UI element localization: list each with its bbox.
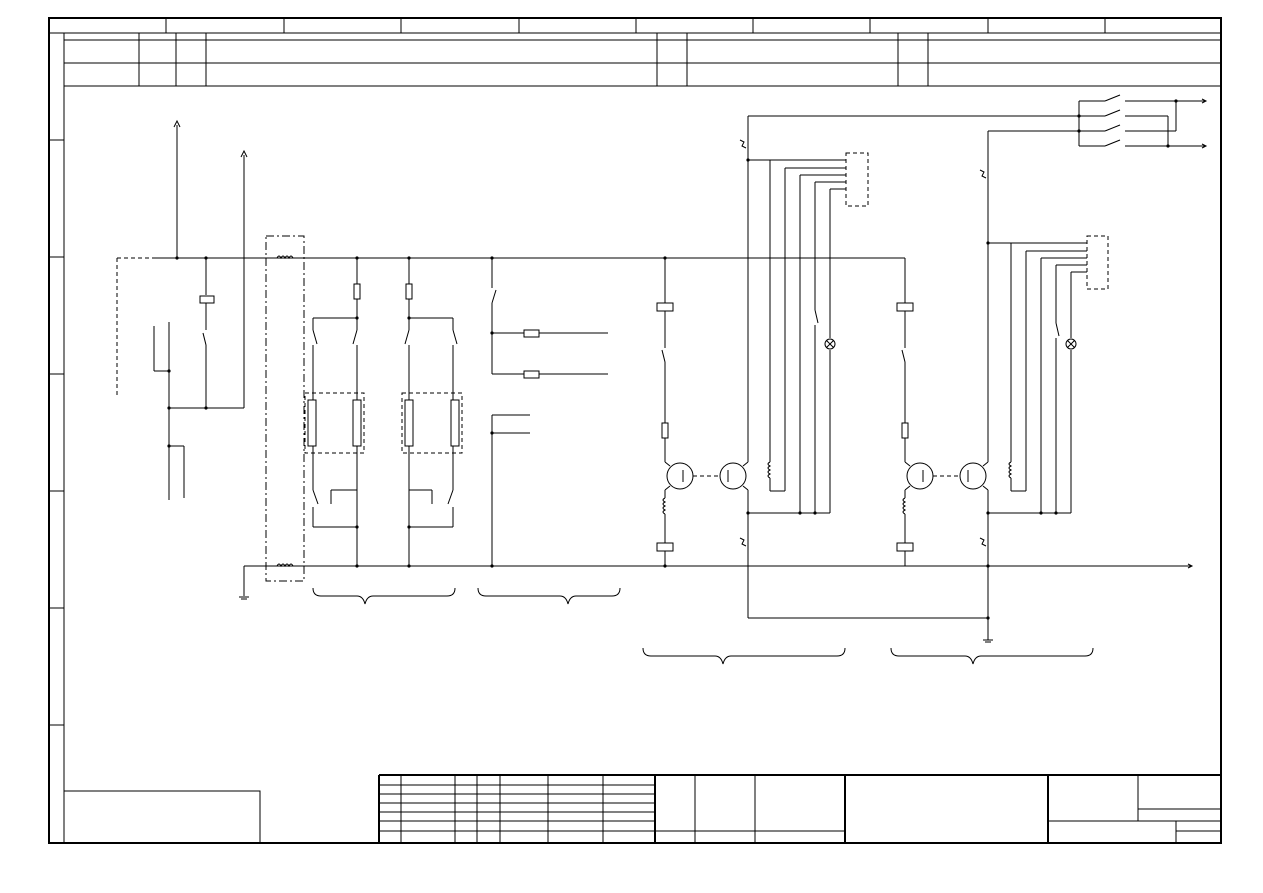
relay-icon (656, 302, 674, 312)
generator-icon (719, 462, 747, 490)
motor-icon (906, 462, 934, 490)
fuse-icon (353, 283, 361, 300)
ground-icon (239, 596, 249, 600)
main-bus-lines (155, 257, 1192, 567)
fuse-icon (523, 370, 540, 379)
terminal-block-icon (1086, 235, 1109, 290)
incoming-supply-section (116, 119, 249, 600)
inductor-icon (276, 563, 294, 568)
changeover-switches (1077, 94, 1208, 149)
outgoing-feeders (490, 256, 608, 568)
field-winding-icon (662, 497, 667, 515)
arrow-icon (1201, 143, 1208, 149)
contact-icon (979, 169, 987, 179)
lamp-icon (824, 338, 836, 350)
heater-element-icon (307, 399, 317, 447)
arrow-icon (1187, 563, 1194, 569)
brace-mg-set-2 (890, 647, 1094, 665)
field-winding-icon (1008, 461, 1013, 479)
motor-generator-set-1 (656, 115, 1079, 619)
relay-icon (896, 542, 914, 552)
heater-group-1 (304, 256, 365, 568)
brace-feeders (477, 587, 621, 605)
current-transformer-enclosure (265, 235, 305, 582)
lamp-icon (1065, 338, 1077, 350)
stamp-box (63, 790, 261, 844)
contact-icon (739, 537, 747, 547)
ground-icon (983, 639, 993, 643)
resistor-icon (661, 422, 669, 439)
heater-element-icon (352, 399, 362, 447)
coil-icon (199, 295, 215, 304)
fuse-icon (523, 329, 540, 338)
contact-icon (979, 537, 987, 547)
generator-icon (959, 462, 987, 490)
fuse-icon (405, 283, 413, 300)
motor-generator-set-2 (896, 130, 1194, 643)
field-winding-icon (902, 497, 907, 515)
heater-element-icon (404, 399, 414, 447)
sheet-frame (48, 17, 1222, 844)
title-block (378, 774, 1221, 843)
inductor-icon (276, 255, 294, 260)
brace-heaters (312, 587, 456, 605)
relay-icon (896, 302, 914, 312)
contact-icon (739, 139, 747, 149)
arrow-icon (1201, 98, 1208, 104)
terminal-block-icon (845, 152, 869, 207)
relay-icon (656, 542, 674, 552)
resistor-icon (901, 422, 909, 439)
heater-group-2 (401, 256, 463, 568)
heater-element-icon (450, 399, 460, 447)
field-winding-icon (767, 461, 772, 479)
brace-mg-set-1 (642, 647, 846, 665)
motor-icon (666, 462, 694, 490)
revision-table (64, 33, 1221, 87)
